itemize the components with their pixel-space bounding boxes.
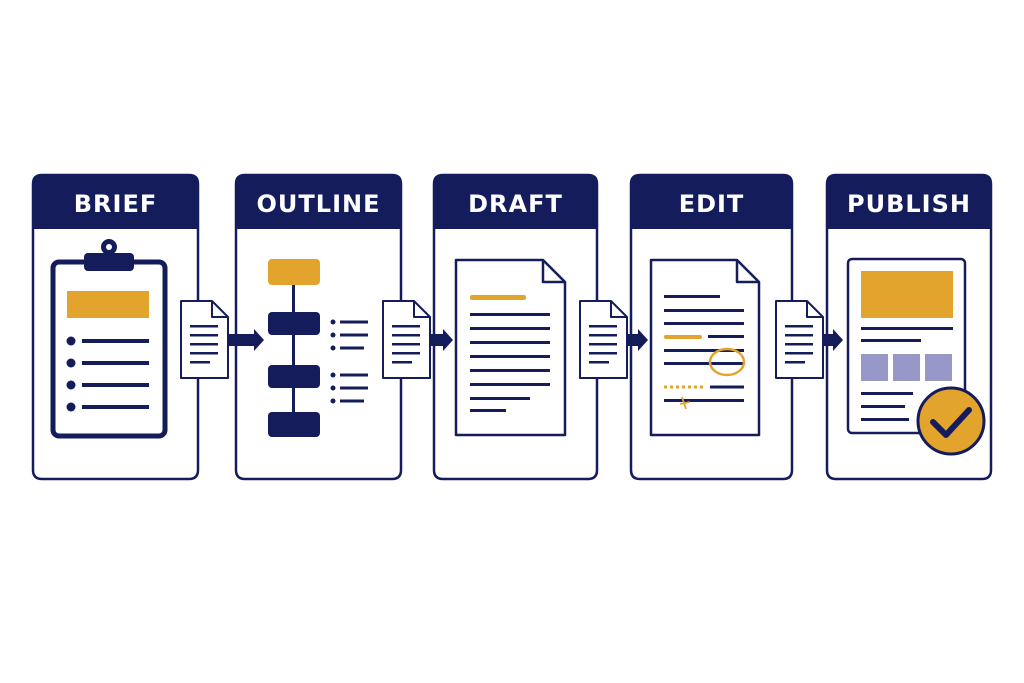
stage-title: EDIT xyxy=(679,190,745,218)
checkmark-badge-icon xyxy=(916,386,986,456)
stage-title: OUTLINE xyxy=(257,190,381,218)
stage-header xyxy=(33,175,198,229)
stage-publish: PUBLISH xyxy=(825,173,993,481)
stage-header xyxy=(827,175,991,229)
handoff-edit-to-publish xyxy=(775,300,843,379)
stage-header xyxy=(236,175,401,229)
published-page-check-icon xyxy=(846,257,986,456)
document-arrow-icon xyxy=(579,300,648,379)
edited-document-icon xyxy=(649,258,761,437)
stage-header xyxy=(434,175,597,229)
stage-title: BRIEF xyxy=(74,190,158,218)
stage-edit: EDIT xyxy=(629,173,794,481)
stage-title: DRAFT xyxy=(468,190,563,218)
handoff-draft-to-edit xyxy=(579,300,648,379)
document-arrow-icon xyxy=(382,300,453,379)
handoff-brief-to-outline xyxy=(180,300,264,379)
stage-header xyxy=(631,175,792,229)
clipboard-checklist-icon xyxy=(50,239,168,439)
stage-outline: OUTLINE xyxy=(234,173,403,481)
stage-draft: DRAFT xyxy=(432,173,599,481)
outline-tree-icon xyxy=(268,259,368,437)
document-arrow-icon xyxy=(775,300,843,379)
stage-title: PUBLISH xyxy=(847,190,971,218)
document-arrow-icon xyxy=(180,300,264,379)
stage-brief: BRIEF xyxy=(31,173,200,481)
text-document-icon xyxy=(454,258,567,437)
handoff-outline-to-draft xyxy=(382,300,453,379)
